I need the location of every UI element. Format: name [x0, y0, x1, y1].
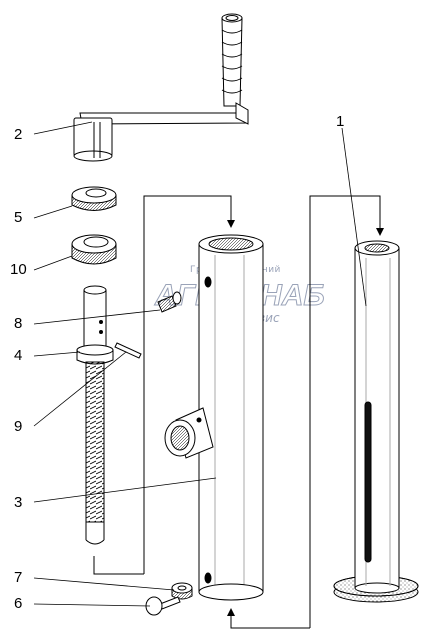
callout-8: 8	[14, 315, 22, 332]
callout-6: 6	[14, 595, 22, 612]
assembly-path-lines	[93, 195, 384, 629]
callout-2: 2	[14, 126, 22, 143]
callout-3: 3	[14, 494, 22, 511]
grease-fitting	[157, 291, 182, 313]
main-tube	[164, 234, 264, 601]
small-nut	[171, 582, 193, 600]
callout-7: 7	[14, 569, 22, 586]
small-bolt	[145, 596, 181, 616]
callout-1: 1	[336, 113, 344, 130]
callout-5: 5	[14, 209, 22, 226]
callout-9: 9	[14, 418, 22, 435]
crank-handle	[73, 13, 249, 162]
leader-lines	[33, 121, 367, 607]
callout-4: 4	[14, 347, 22, 364]
callout-10: 10	[10, 261, 27, 278]
pin	[114, 342, 142, 359]
nut	[71, 186, 117, 211]
callout-labels: 2 5 10 8 4 9 3 7 6 1	[10, 113, 344, 612]
bearing	[71, 234, 117, 265]
outer-tube	[333, 240, 419, 603]
screw-shaft	[76, 285, 114, 545]
